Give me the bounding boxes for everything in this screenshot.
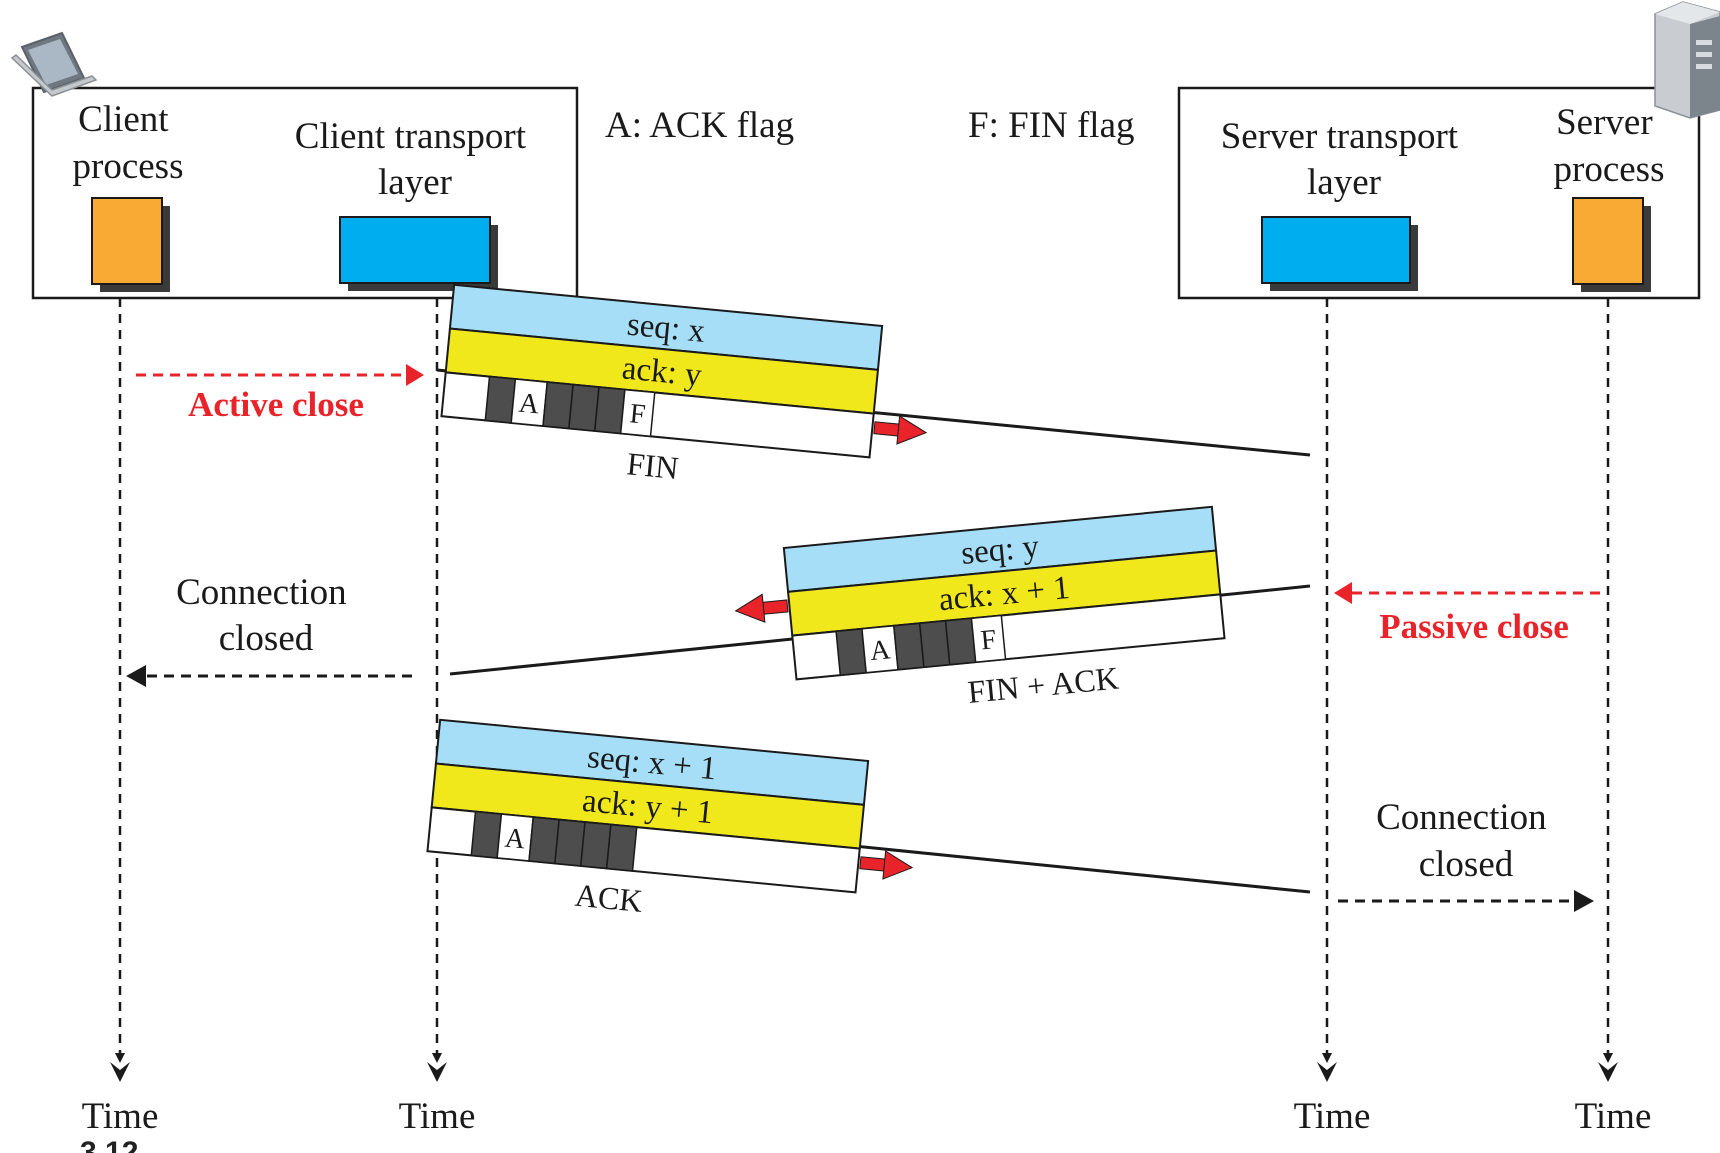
server-host-box: Server transport layer Server process bbox=[1177, 86, 1701, 300]
client-process-time-label: Time bbox=[82, 1096, 159, 1137]
ack-segment-message: seq: x + 1 ack: y + 1 A ACK bbox=[426, 718, 1311, 919]
client-transport-block bbox=[339, 216, 498, 291]
fin-flag-legend: F: FIN flag bbox=[968, 105, 1135, 146]
svg-text:Active close: Active close bbox=[188, 385, 364, 424]
client-transport-time-label: Time bbox=[399, 1096, 476, 1137]
fin-ack-caption: FIN + ACK bbox=[966, 660, 1120, 710]
fin-segment-packet: seq: x ack: y A F FIN bbox=[440, 283, 928, 486]
fin-caption: FIN bbox=[625, 445, 680, 486]
fin-fin-bit: F bbox=[628, 398, 646, 430]
client-process-label: Client process bbox=[73, 99, 184, 187]
server-process-label: Server process bbox=[1554, 102, 1665, 190]
server-transport-time-label: Time bbox=[1294, 1096, 1371, 1137]
fin-ack-field: ack: y bbox=[620, 350, 703, 394]
fin-ack-seq-field: seq: y bbox=[960, 529, 1041, 572]
ack-ack-bit: A bbox=[503, 823, 527, 856]
client-connection-closed-event: Connection closed bbox=[126, 572, 412, 687]
client-connection-closed-label: Connection closed bbox=[176, 572, 356, 659]
fin-flag-bits: A F bbox=[484, 375, 656, 438]
ack-flag-bits: A bbox=[470, 810, 638, 872]
fin-ack-fin-bit: F bbox=[979, 624, 997, 656]
fin-ack-direction-arrow bbox=[734, 593, 789, 623]
fin-ack-ack-bit: A bbox=[869, 634, 893, 667]
server-connection-closed-label: Connection closed bbox=[1376, 797, 1556, 885]
active-close-event: Active close bbox=[136, 364, 424, 424]
server-process-block bbox=[1572, 197, 1651, 292]
ack-segment-packet: seq: x + 1 ack: y + 1 A ACK bbox=[426, 718, 914, 919]
client-process-block bbox=[91, 197, 170, 292]
client-transport-label: Client transport layer bbox=[295, 116, 535, 203]
fin-ack-flag-bits: A F bbox=[835, 614, 1007, 676]
fin-ack-bit: A bbox=[517, 388, 541, 421]
fin-direction-arrow bbox=[873, 415, 928, 445]
figure-number: 3.12 bbox=[80, 1136, 138, 1153]
ack-caption: ACK bbox=[574, 877, 645, 919]
server-connection-closed-event: Connection closed bbox=[1338, 797, 1594, 912]
server-tower-icon bbox=[1654, 1, 1720, 119]
server-process-time-label: Time bbox=[1575, 1096, 1652, 1137]
ack-direction-arrow bbox=[859, 850, 914, 880]
server-transport-block bbox=[1261, 216, 1418, 291]
server-transport-label: Server transport layer bbox=[1221, 116, 1468, 203]
fin-ack-segment-packet: seq: y ack: x + 1 A F FIN + ACK bbox=[734, 505, 1226, 710]
fin-ack-segment-message: seq: y ack: x + 1 A F FIN + ACK bbox=[449, 505, 1311, 710]
ack-flag-legend: A: ACK flag bbox=[605, 105, 794, 146]
laptop-icon bbox=[10, 31, 98, 97]
fin-seq-field: seq: x bbox=[625, 307, 706, 350]
timeline-arrowheads bbox=[110, 1062, 1618, 1082]
client-host-box: Client process Client transport layer bbox=[31, 86, 579, 300]
svg-text:Passive close: Passive close bbox=[1379, 607, 1569, 646]
passive-close-event: Passive close bbox=[1334, 582, 1600, 646]
fin-segment-message: seq: x ack: y A F FIN bbox=[436, 283, 1311, 486]
